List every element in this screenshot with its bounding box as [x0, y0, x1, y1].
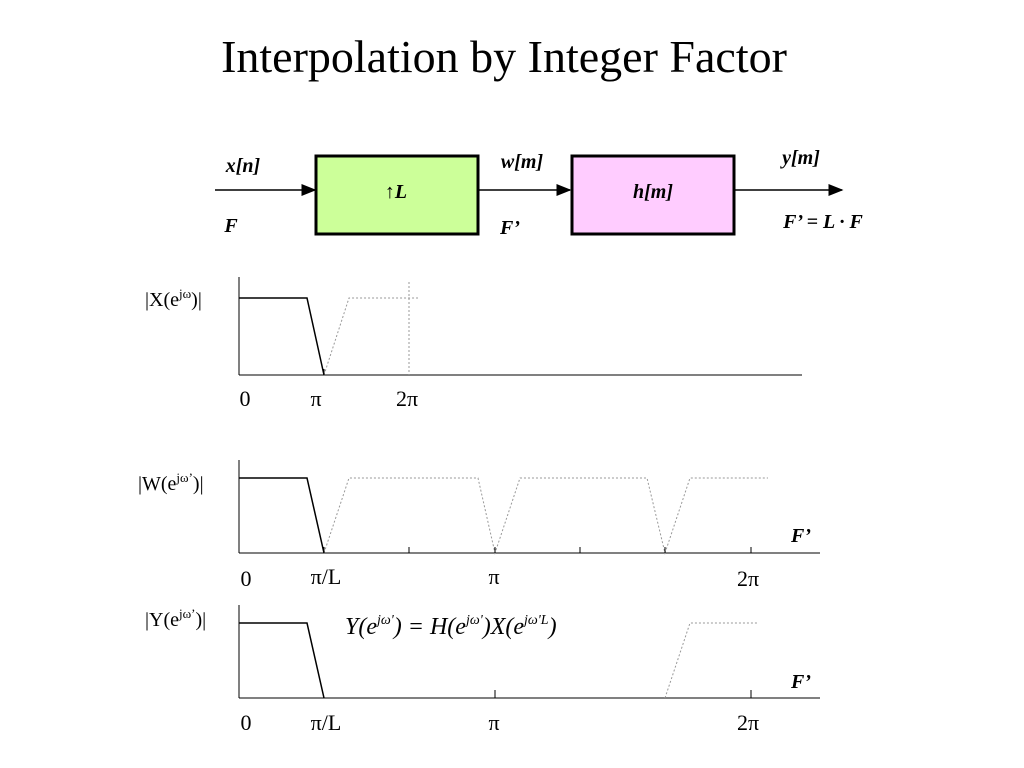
plot-x-tick-2pi-label: 2π — [396, 386, 418, 411]
plot-w-tick-pi: π — [488, 564, 499, 589]
output-spectrum-equation: Y(ejω') = H(ejω')X(ejω'L) — [345, 613, 557, 640]
plot-x-baseband — [239, 297, 325, 376]
plot-y-tick-0: 0 — [241, 710, 252, 735]
plot-y-tick-pil: π/L — [311, 710, 342, 735]
output-signal-label: y[m] — [780, 147, 820, 169]
input-signal-label: x[n] — [225, 155, 261, 177]
slide-title: Interpolation by Integer Factor — [221, 31, 787, 82]
plot-w-tick-0: 0 — [241, 566, 252, 591]
plot-x-tick-0: 0 — [240, 386, 251, 411]
plot-w-baseband — [239, 477, 325, 554]
spectrum-plot-y: |Y(ejω’)| F’ 0 π/L π 2π Y(ejω') = H(ejω'… — [145, 605, 820, 735]
plot-y-ylabel: |Y(ejω’)| — [145, 606, 206, 631]
block-diagram: ↑L h[m] x[n] F w[m] F’ y[m] F’ = L · F — [215, 147, 864, 239]
upsampler-block — [314, 154, 480, 236]
mid-signal-label: w[m] — [501, 151, 544, 173]
plot-y-rate-label: F’ — [790, 671, 811, 693]
plot-y-image — [664, 622, 758, 699]
spectrum-plot-x: |X(ejω)| 0 π 2π — [145, 277, 802, 411]
upsampler-label: ↑L — [385, 181, 407, 203]
input-rate-label: F — [223, 215, 238, 237]
plot-x-tick-pi-label: π — [310, 386, 321, 411]
filter-label: h[m] — [633, 181, 673, 203]
plot-w-tick-2pi: 2π — [737, 566, 759, 591]
spectrum-plot-w: |W(ejω’)| F’ 0 π/L π 2π — [138, 460, 820, 591]
plot-w-images — [323, 477, 768, 555]
plot-y-tick-2pi: 2π — [737, 710, 759, 735]
output-rate-label: F’ = L · F — [782, 211, 863, 233]
plot-x-image — [323, 297, 418, 376]
mid-rate-label: F’ — [499, 217, 520, 239]
plot-y-baseband — [239, 622, 325, 699]
plot-w-rate-label: F’ — [790, 525, 811, 547]
filter-block — [570, 154, 736, 236]
plot-y-tick-pi: π — [488, 710, 499, 735]
plot-w-ylabel: |W(ejω’)| — [138, 470, 204, 495]
plot-w-tick-pil: π/L — [311, 564, 342, 589]
plot-x-ylabel: |X(ejω)| — [145, 286, 202, 311]
